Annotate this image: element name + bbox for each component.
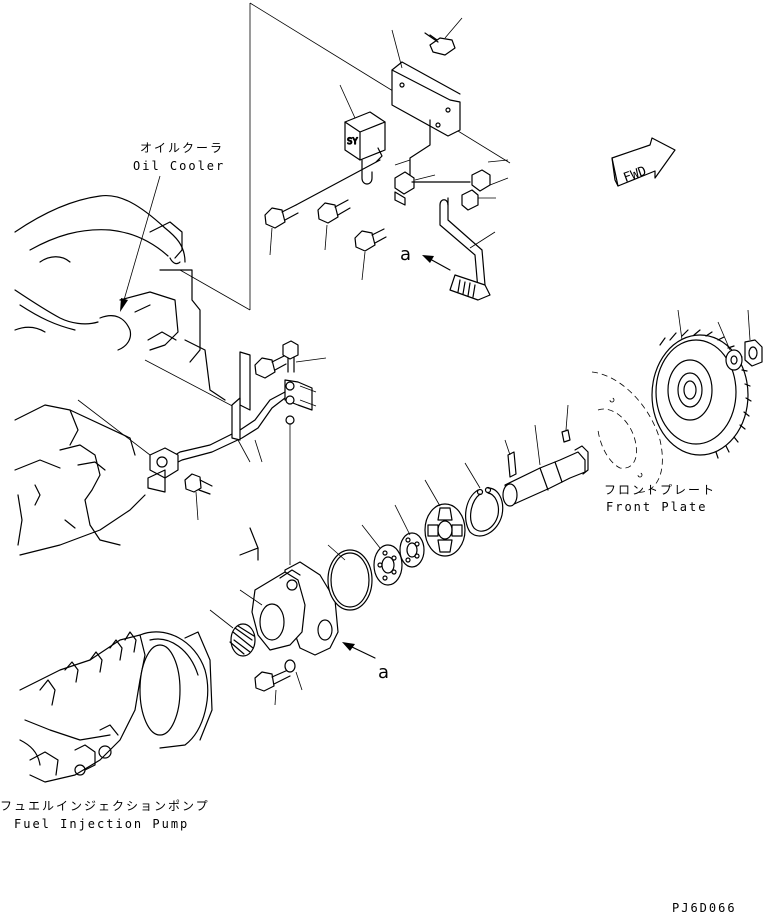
front-plate-label-jp: フロントプレート [604,483,716,497]
bracket-bolt-top [424,32,456,56]
guide-lines [77,2,511,565]
pin-and-key [507,429,571,478]
drawing-code: PJ6D066 [672,901,737,915]
ref-arrow-bottom [342,642,376,659]
tube-fitting-left [147,447,179,493]
nut [744,339,763,367]
ref-arrow-top [422,255,451,271]
fuel-pump-label-jp: フュエルインジェクションポンプ [0,799,210,813]
bearing-2 [399,532,425,568]
leader-lines-top [269,17,509,281]
front-plate-label-en: Front Plate [606,500,707,514]
sensor-mark: SY [347,137,358,147]
connectors-top [394,169,491,211]
leader-lines-lower [209,309,751,706]
front-plate-outline [591,371,663,493]
speed-sensor [449,274,491,301]
drive-gear [651,329,752,459]
ref-label-a-top: a [400,244,411,265]
drive-housing [239,527,339,656]
bolts-left-top [264,159,387,252]
oil-tube-bracket [239,351,313,425]
engine-block-outline [14,194,226,556]
bearing-1 [373,544,403,586]
sensor-bracket [391,61,461,176]
oil-cooler-label-en: Oil Cooler [133,159,225,173]
snap-ring [464,486,504,537]
drive-shaft [502,445,589,507]
oil-cooler-label-jp: オイルクーラ [140,141,224,155]
fwd-arrow-icon [611,137,676,187]
housing-cap [229,623,256,657]
leader-lines-middle [195,357,327,521]
coupling [424,503,466,557]
sensor-box: SY [344,111,386,185]
ref-label-a-bottom: a [378,662,389,683]
washer [725,349,743,371]
oil-tube [169,391,286,466]
bolts-middle [184,340,299,495]
o-ring [327,549,373,611]
fuel-pump-label-en: Fuel Injection Pump [14,817,189,831]
oil-cooler-leader [120,175,161,312]
fuel-injection-pump [19,631,213,783]
bolt-bottom [254,659,296,692]
